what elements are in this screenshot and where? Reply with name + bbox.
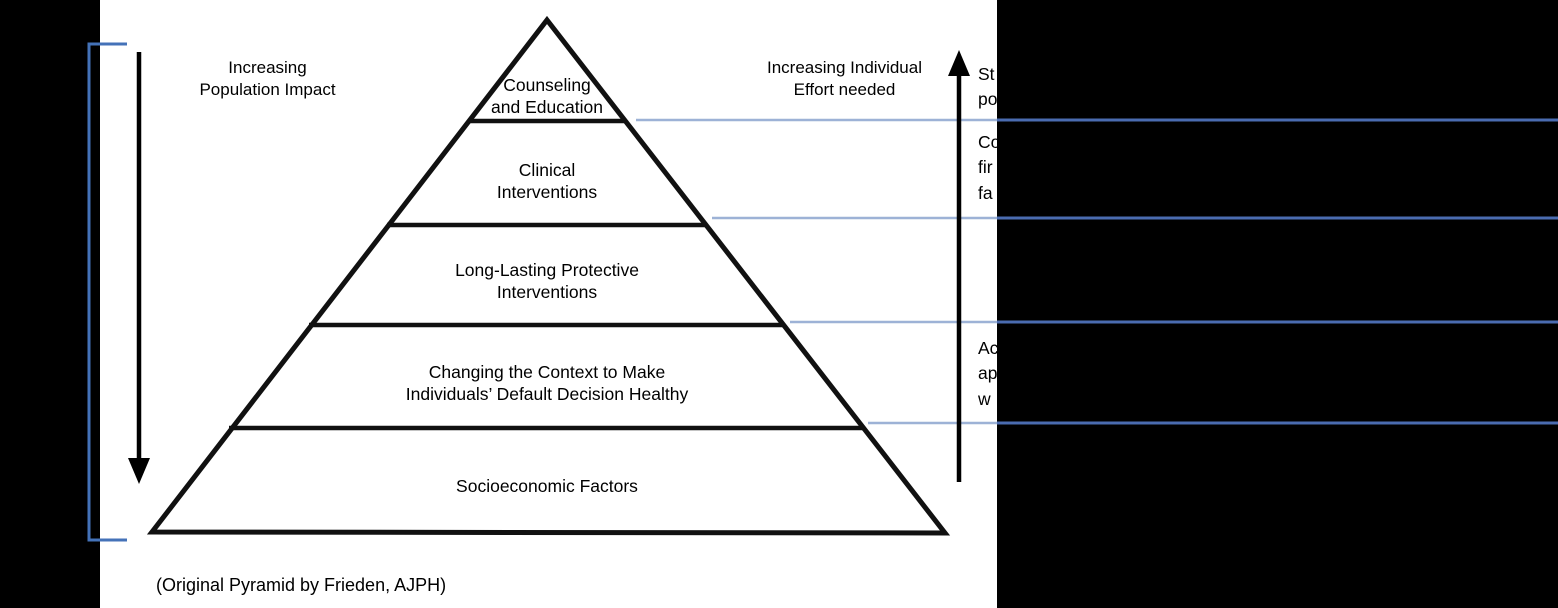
pyramid-tier-label-socioeconomic: Socioeconomic Factors bbox=[456, 476, 638, 496]
pyramid-outline bbox=[146, 15, 951, 536]
source-caption: (Original Pyramid by Frieden, AJPH) bbox=[156, 575, 447, 595]
left-black-mask bbox=[0, 0, 100, 608]
pyramid-tier-label-changing-context: Changing the Context to Make Individuals… bbox=[405, 362, 689, 405]
pyramid-tier-label-long-lasting: Long-Lasting Protective Interventions bbox=[455, 260, 639, 303]
pyramid-tier-label-clinical: Clinical Interventions bbox=[496, 160, 598, 203]
slide-background bbox=[100, 0, 997, 608]
pyramid-tier-dividers bbox=[229, 118, 864, 431]
side-note-bottom: Ac ap w bbox=[978, 338, 999, 409]
side-note-middle: Co fir fa bbox=[978, 132, 1001, 203]
population-impact-arrow bbox=[128, 52, 150, 484]
individual-effort-arrow bbox=[948, 50, 970, 482]
right-black-mask bbox=[997, 0, 1558, 608]
right-axis-label: Increasing Individual Effort needed bbox=[767, 58, 922, 99]
side-note-top: St po bbox=[978, 64, 998, 110]
left-axis-label: Increasing Population Impact bbox=[199, 58, 336, 99]
pyramid-tier-label-counseling: Counseling and Education bbox=[491, 75, 603, 118]
